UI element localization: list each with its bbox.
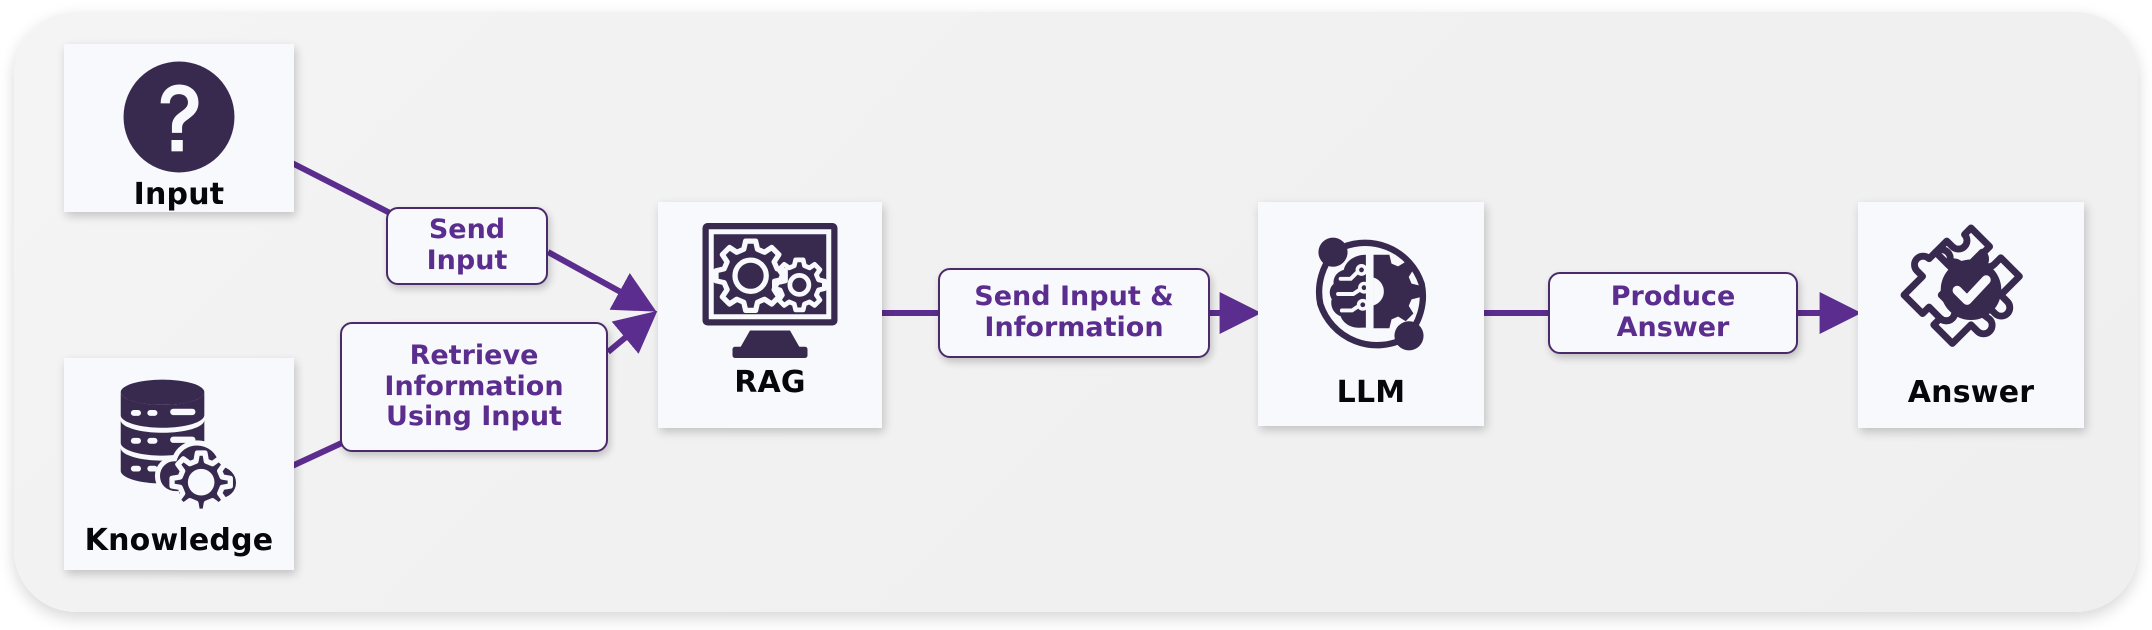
node-knowledge[interactable]: Knowledge bbox=[64, 358, 294, 570]
node-label-knowledge: Knowledge bbox=[84, 523, 274, 558]
node-label-answer: Answer bbox=[1907, 375, 2035, 410]
edge-label-send-input[interactable]: Send Input bbox=[386, 207, 548, 285]
puzzle-check-icon bbox=[1892, 216, 2050, 374]
edge-label-retrieve-information-using-input[interactable]: Retrieve Information Using Input bbox=[340, 322, 608, 452]
node-answer[interactable]: Answer bbox=[1858, 202, 2084, 428]
node-label-llm: LLM bbox=[1336, 375, 1406, 410]
edge-label-send-input-and-information[interactable]: Send Input & Information bbox=[938, 268, 1210, 358]
edge-label-produce-answer[interactable]: Produce Answer bbox=[1548, 272, 1798, 354]
monitor-gears-icon bbox=[695, 218, 845, 358]
question-mark-circle-icon bbox=[120, 58, 238, 176]
brain-gear-orbit-icon bbox=[1295, 218, 1447, 370]
node-llm[interactable]: LLM bbox=[1258, 202, 1484, 426]
node-label-input: Input bbox=[133, 177, 225, 212]
database-cloud-gear-icon bbox=[103, 372, 255, 524]
node-input[interactable]: Input bbox=[64, 44, 294, 212]
node-rag[interactable]: RAG bbox=[658, 202, 882, 428]
node-label-rag: RAG bbox=[734, 365, 806, 400]
